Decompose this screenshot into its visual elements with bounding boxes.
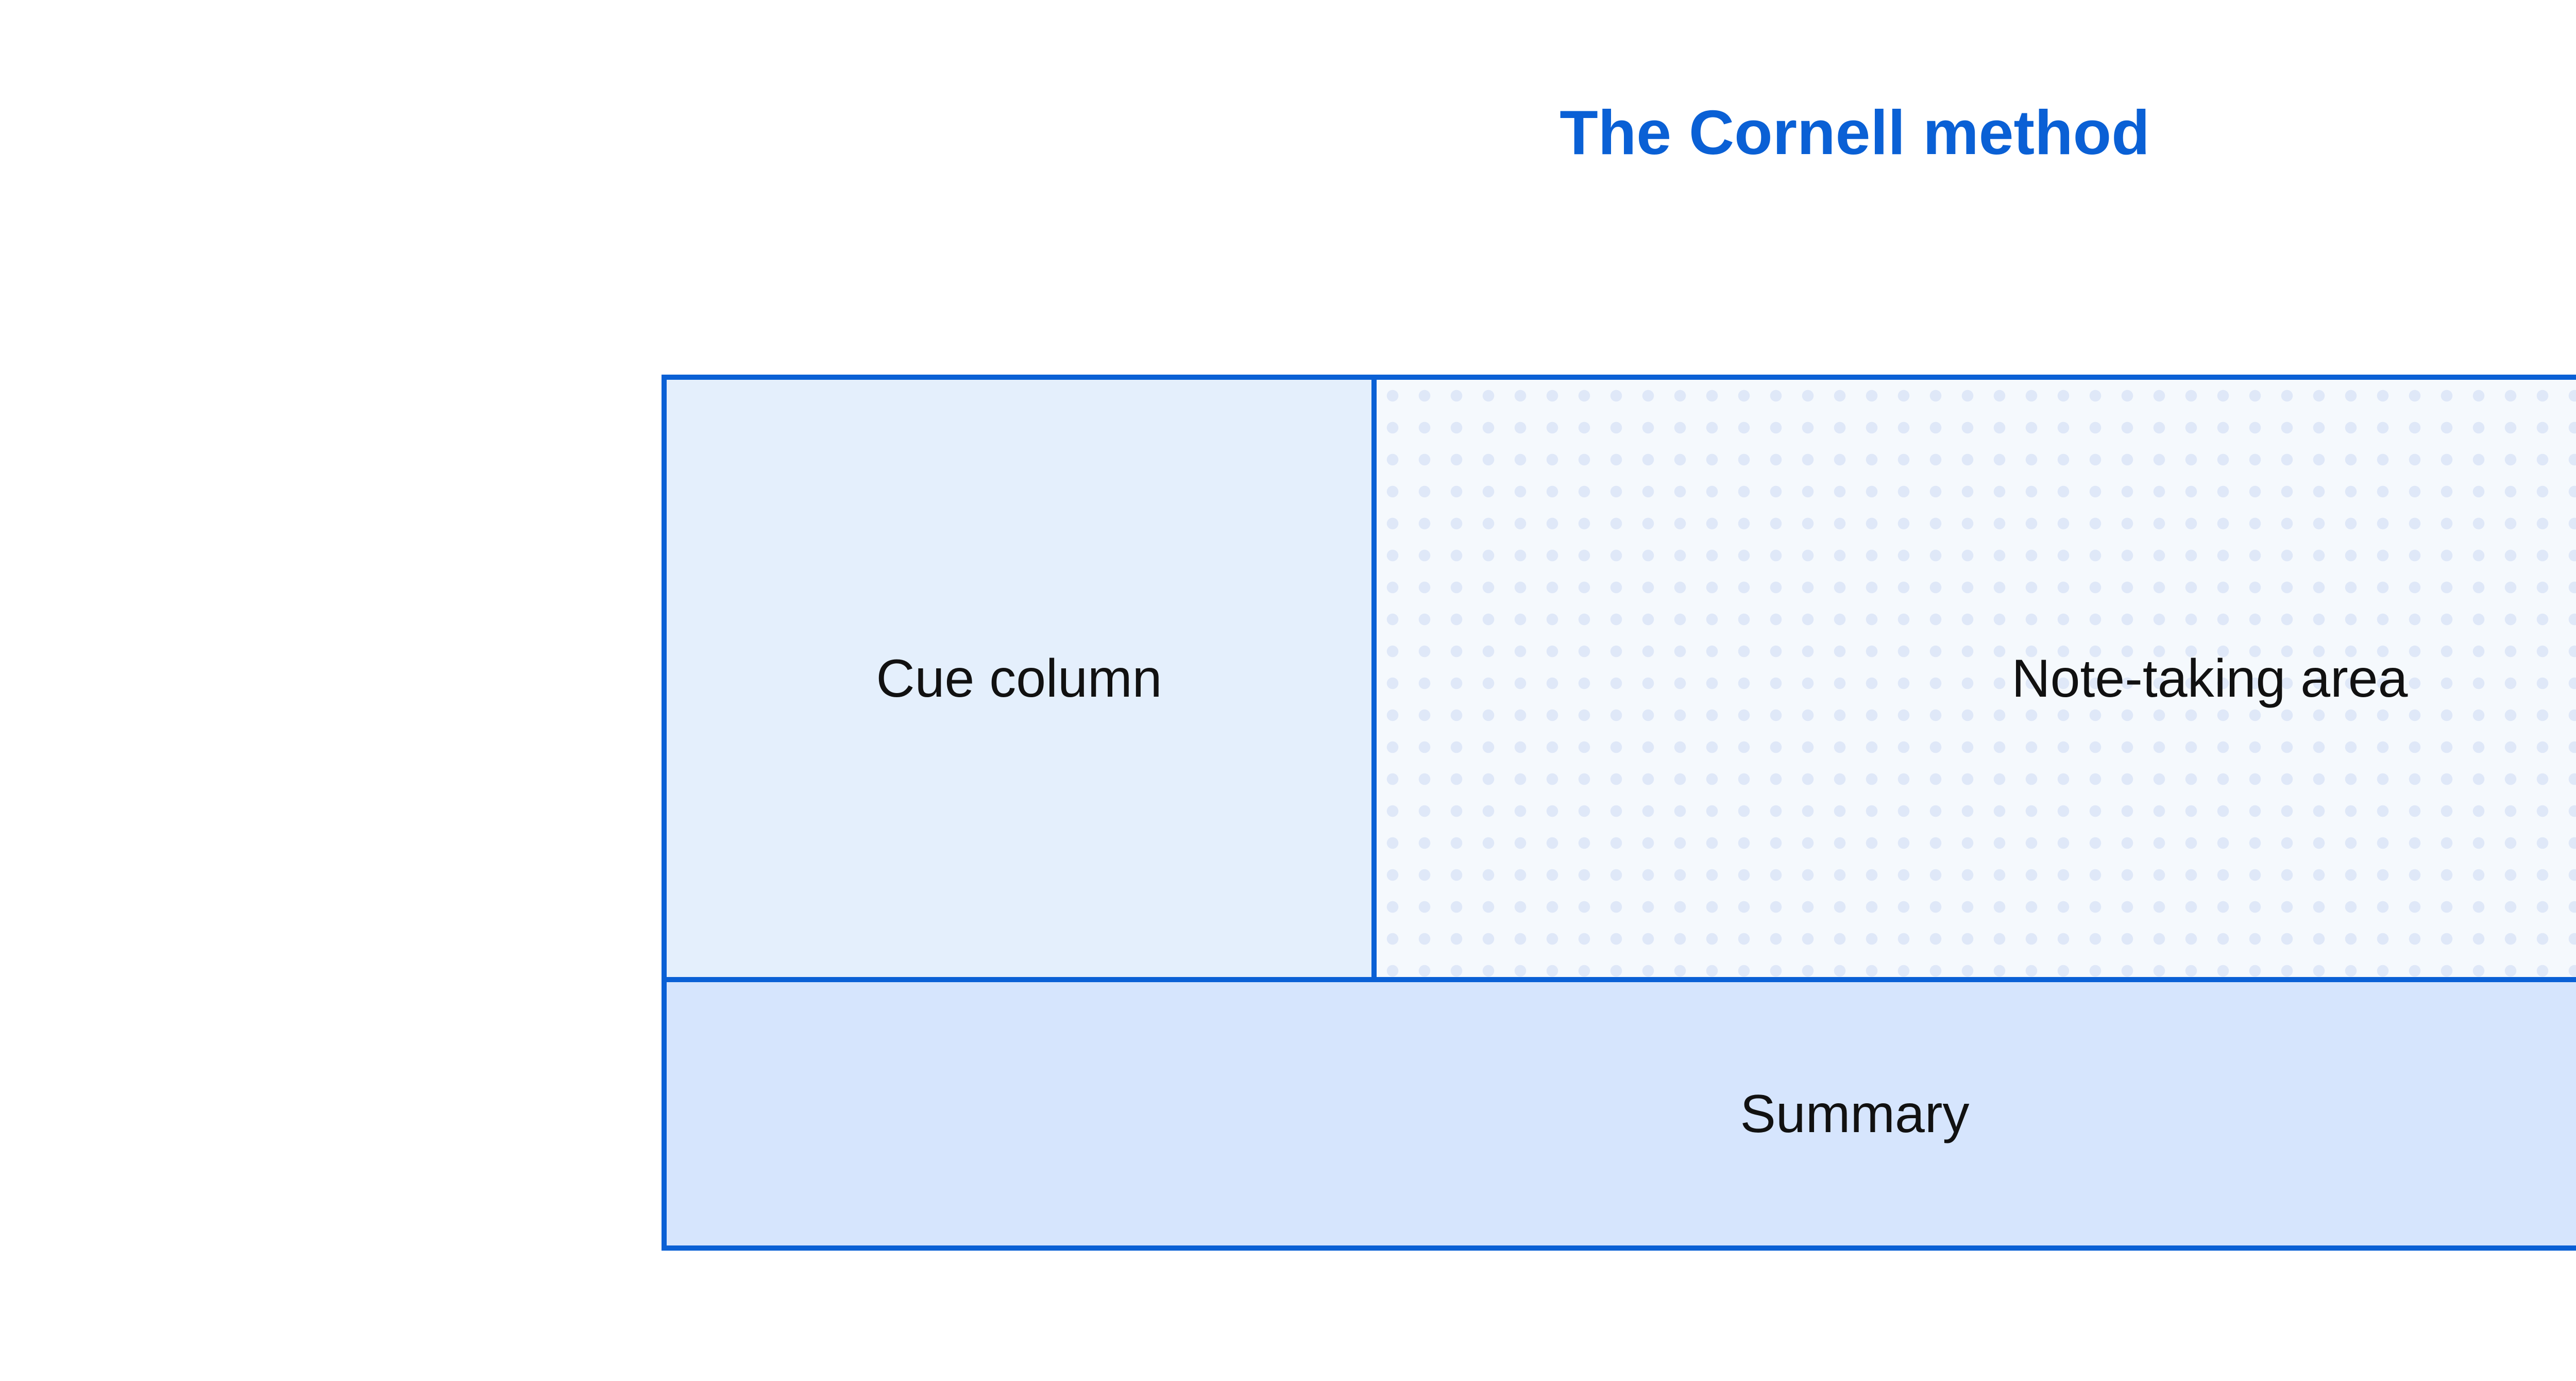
summary-cell[interactable]: Summary: [667, 982, 2576, 1245]
summary-label: Summary: [1740, 1084, 1970, 1144]
cue-note-divider: [1371, 380, 1377, 977]
notes-summary-divider: [667, 977, 2576, 982]
page-title: The Cornell method: [1560, 97, 2150, 167]
cornell-diagram: Cue column Note-taking area Summary: [662, 375, 2576, 1251]
cue-column-cell[interactable]: Cue column: [667, 380, 1371, 977]
note-taking-area-cell[interactable]: Note-taking area: [1377, 380, 2576, 977]
cue-column-label: Cue column: [876, 648, 1162, 709]
cornell-upper-row: Cue column Note-taking area: [667, 380, 2576, 977]
note-taking-area-label: Note-taking area: [2011, 648, 2408, 709]
